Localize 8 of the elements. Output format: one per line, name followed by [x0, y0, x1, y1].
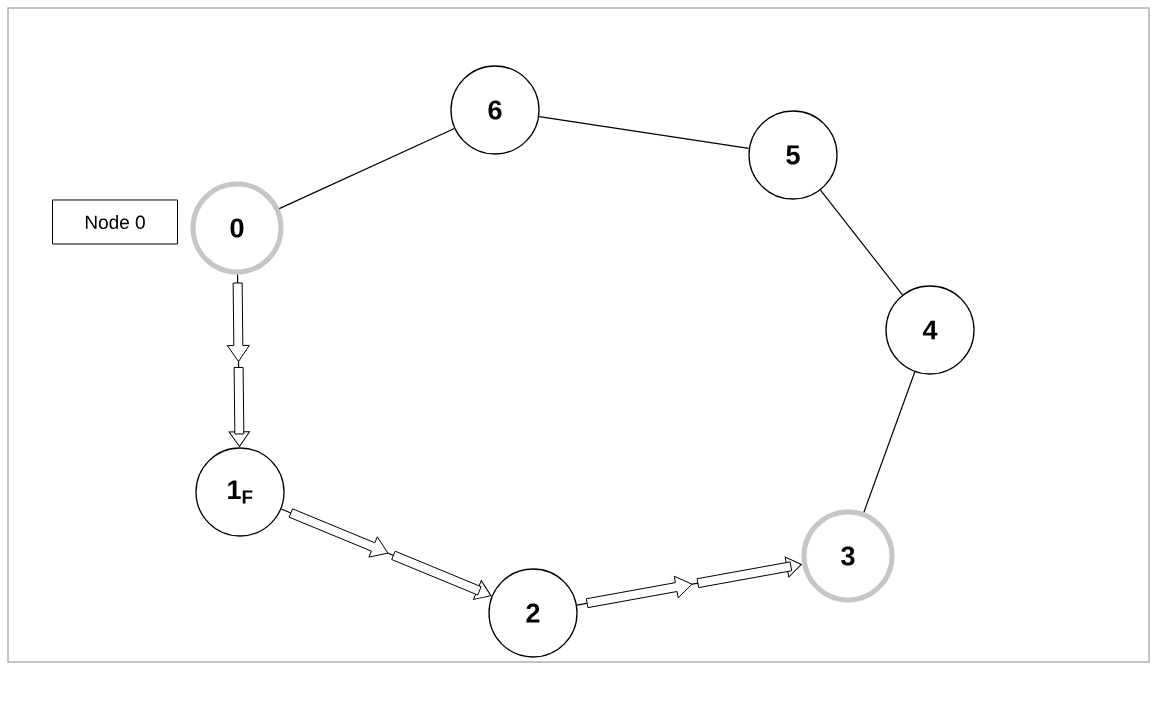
- connector: [280, 508, 492, 600]
- connector: [576, 556, 802, 609]
- label-box: Node 0: [52, 199, 178, 245]
- connector: [538, 116, 750, 149]
- connector: [863, 371, 916, 513]
- connector: [819, 189, 904, 296]
- connector: [226, 273, 250, 447]
- connector: [278, 127, 455, 210]
